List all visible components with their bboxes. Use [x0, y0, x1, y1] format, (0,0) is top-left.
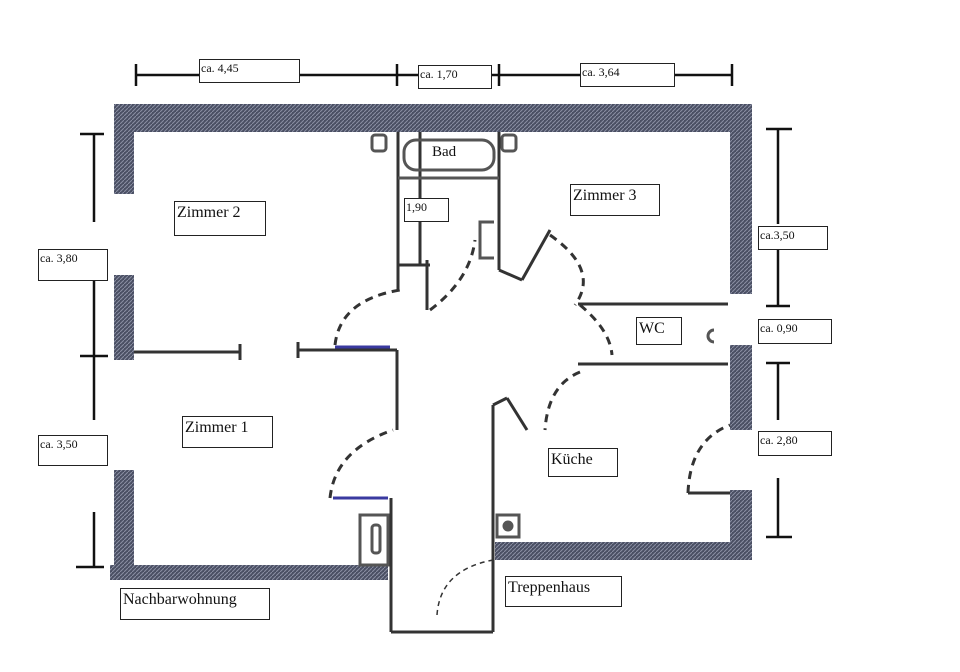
stove-icon [495, 513, 521, 539]
room-label-kueche: Küche [548, 448, 618, 477]
room-label-bad: Bad [432, 144, 457, 160]
room-label-zimmer-1: Zimmer 1 [182, 416, 273, 448]
dimension-bad-depth: 1,90 [404, 198, 449, 222]
toilet-icon [706, 328, 715, 344]
room-label-zimmer-2: Zimmer 2 [174, 201, 266, 236]
shower-icon [358, 513, 390, 567]
dimension-left-upper: ca. 3,80 [38, 249, 108, 281]
bathtub-icon [402, 138, 496, 172]
fixtures [358, 133, 715, 567]
dimension-top-right: ca. 3,64 [580, 63, 675, 87]
outer-walls [110, 104, 752, 580]
dimension-right-upper: ca.3,50 [758, 226, 828, 250]
dimension-right-lower: ca. 2,80 [758, 431, 832, 456]
door-accents [333, 345, 390, 500]
room-label-zimmer-3: Zimmer 3 [570, 184, 660, 216]
toilet-icon [478, 220, 494, 260]
sink-icon [500, 133, 518, 153]
dimension-top-left: ca. 4,45 [199, 59, 300, 83]
label-treppenhaus: Treppenhaus [505, 576, 622, 607]
room-label-wc: WC [636, 317, 682, 345]
dimension-right-middle: ca. 0,90 [758, 319, 832, 344]
label-nachbarwohnung: Nachbarwohnung [120, 588, 270, 620]
sink-icon [370, 133, 388, 153]
door-swings [328, 233, 731, 616]
dimension-left-lower: ca. 3,50 [38, 435, 108, 466]
dimension-top-middle: ca. 1,70 [418, 65, 492, 89]
